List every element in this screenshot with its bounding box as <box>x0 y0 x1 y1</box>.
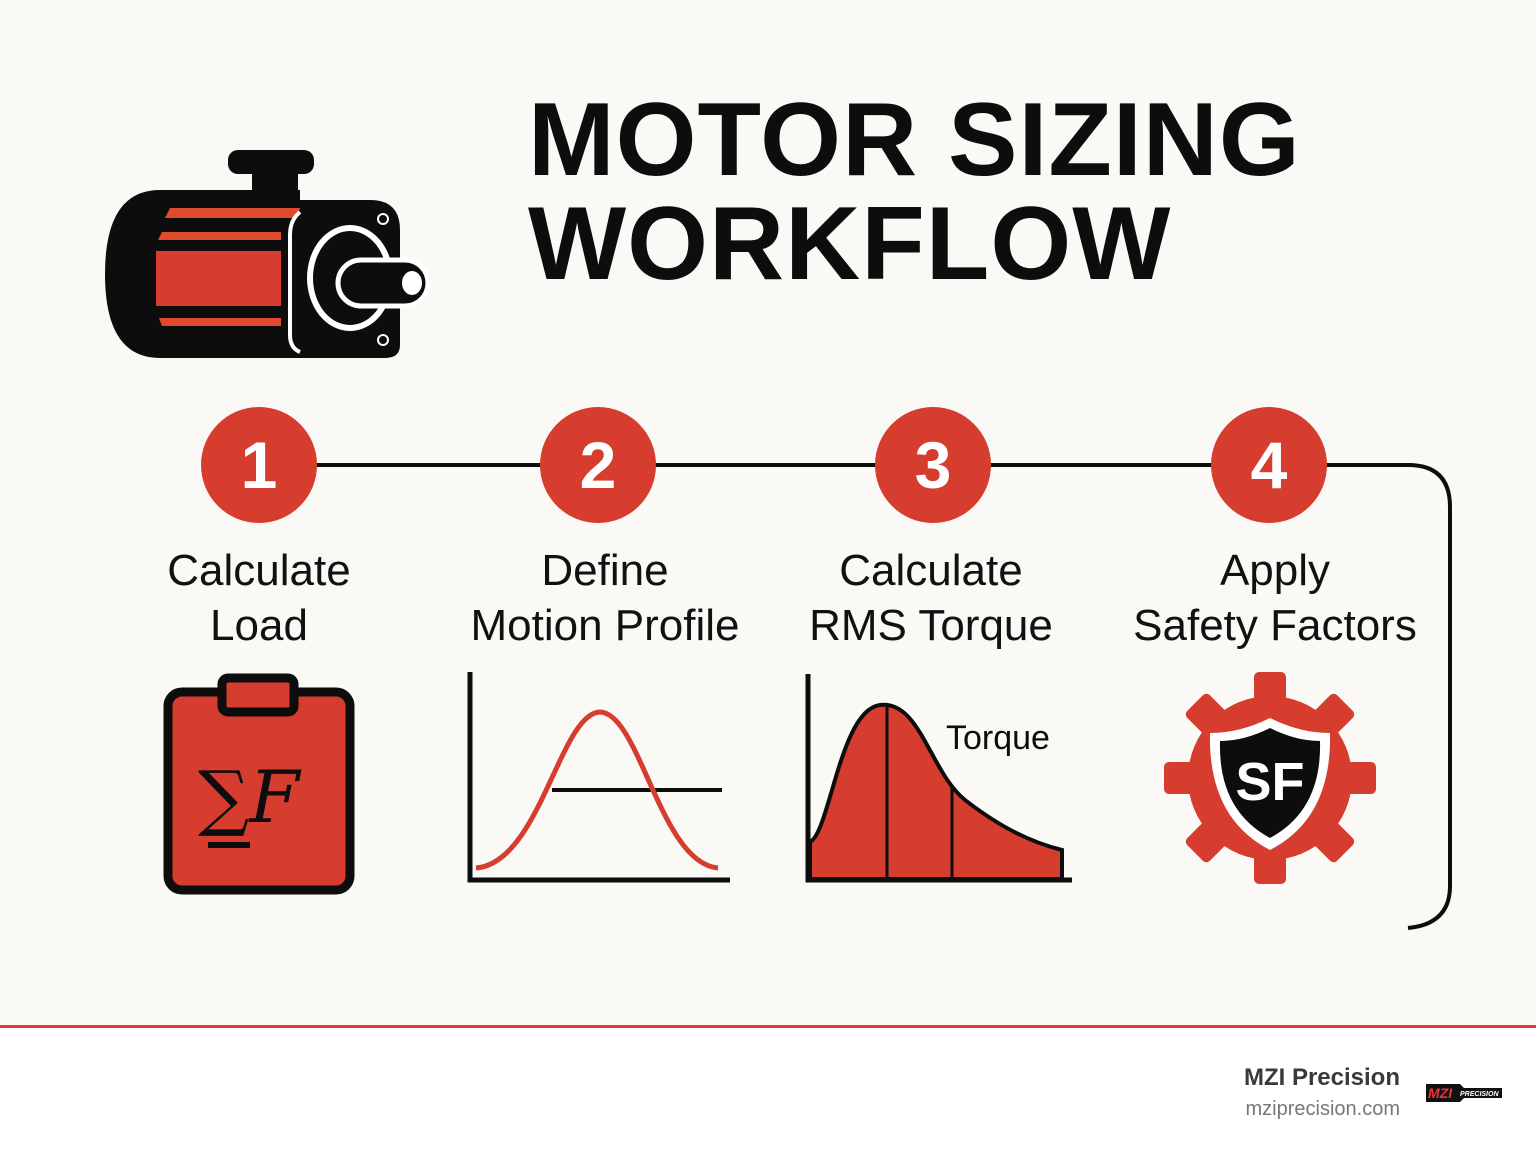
torque-label: Torque <box>946 719 1050 757</box>
motor-icon <box>105 150 431 358</box>
step-1-label-line-2: Load <box>210 601 308 650</box>
step-3-badge: 3 <box>875 407 991 523</box>
title-line-1: MOTOR SIZING <box>528 82 1301 198</box>
step-4-badge: 4 <box>1211 407 1327 523</box>
title-line-2: WORKFLOW <box>528 186 1172 302</box>
step-2-label: Define Motion Profile <box>435 543 775 653</box>
step-4-label: Apply Safety Factors <box>1105 543 1445 653</box>
svg-text:MZI: MZI <box>1428 1085 1453 1101</box>
footer-url[interactable]: mziprecision.com <box>1245 1098 1400 1120</box>
step-1-label-line-1: Calculate <box>167 546 351 595</box>
gear-shield-icon: SF <box>1164 672 1376 884</box>
step-2-label-line-2: Motion Profile <box>470 601 740 650</box>
clipboard-sum-force-icon: ∑F <box>163 673 355 895</box>
step-2-label-line-1: Define <box>541 546 669 595</box>
safety-factor-text: SF <box>1235 752 1304 812</box>
step-1-label: Calculate Load <box>89 543 429 653</box>
svg-text:PRECISION: PRECISION <box>1460 1091 1499 1098</box>
footer <box>0 1025 1536 1157</box>
step-4-label-line-2: Safety Factors <box>1133 601 1417 650</box>
sum-force-text: ∑F <box>198 755 302 839</box>
mzi-logo: MZI PRECISION <box>1426 1084 1502 1102</box>
motion-profile-curve-icon <box>467 672 730 883</box>
torque-curve-icon: Torque <box>805 674 1072 883</box>
footer-brand: MZI Precision <box>1243 1064 1400 1091</box>
page-title: MOTOR SIZING WORKFLOW <box>528 88 1301 296</box>
step-3-label: Calculate RMS Torque <box>761 543 1101 653</box>
step-2-badge: 2 <box>540 407 656 523</box>
step-4-label-line-1: Apply <box>1219 546 1331 595</box>
step-3-label-line-2: RMS Torque <box>809 601 1053 650</box>
step-1-badge: 1 <box>201 407 317 523</box>
step-3-label-line-1: Calculate <box>839 546 1023 595</box>
workflow-connector <box>259 463 1452 930</box>
